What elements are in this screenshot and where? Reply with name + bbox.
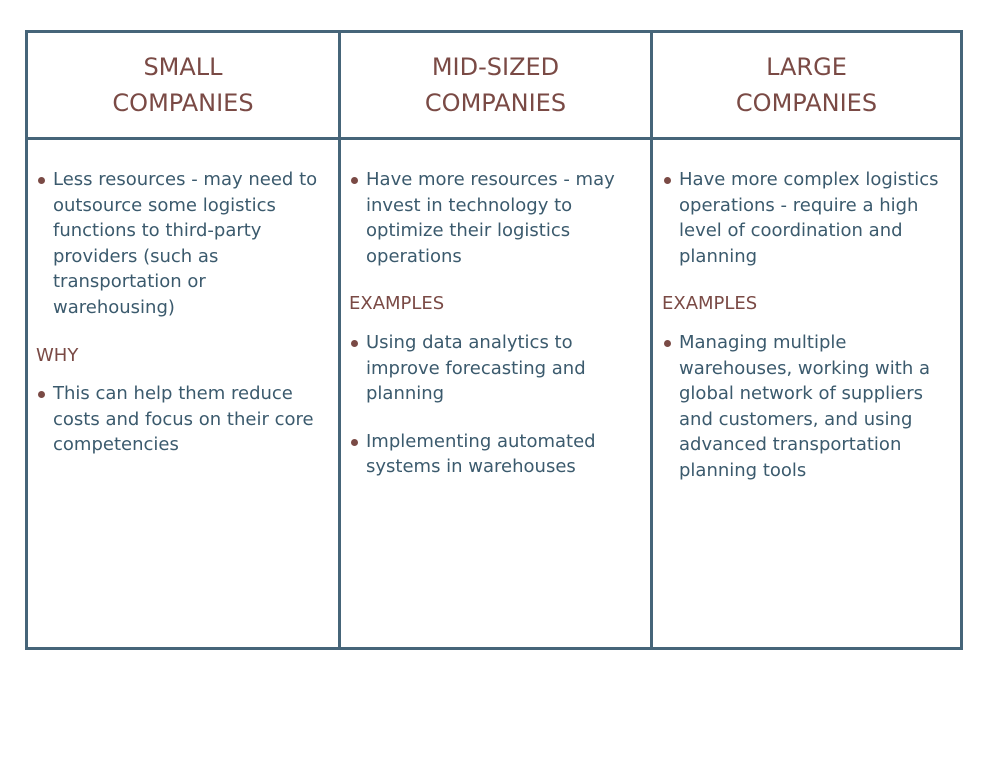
column-mid-sized: Have more resources - may invest in tech… [349, 140, 644, 502]
bullet-item: Managing multiple warehouses, working wi… [662, 330, 960, 484]
header-line: MID-SIZED [431, 53, 560, 81]
bullet-item: Less resources - may need to outsource s… [36, 167, 326, 321]
header-line: COMPANIES [424, 89, 567, 117]
header-line: COMPANIES [735, 89, 878, 117]
column-divider [650, 33, 653, 647]
bullet-item: This can help them reduce costs and focu… [36, 381, 326, 458]
column-large: Have more complex logistics operations -… [662, 140, 960, 506]
subheading: WHY [36, 344, 79, 366]
bullet-item: Have more resources - may invest in tech… [349, 167, 644, 269]
header-mid-sized-companies: MID-SIZED COMPANIES [341, 33, 650, 137]
header-line: SMALL [143, 53, 223, 81]
header-line: COMPANIES [112, 89, 254, 117]
subheading: EXAMPLES [662, 293, 758, 315]
subheading: EXAMPLES [349, 293, 445, 315]
header-small-companies: SMALL COMPANIES [28, 33, 338, 137]
column-small: Less resources - may need to outsource s… [36, 140, 326, 480]
comparison-table: SMALL COMPANIES MID-SIZED COMPANIES LARGE C… [25, 30, 963, 650]
header-large-companies: LARGE COMPANIES [653, 33, 960, 137]
column-divider [338, 33, 341, 647]
bullet-item: Have more complex logistics operations -… [662, 167, 960, 269]
header-line: LARGE [766, 53, 847, 81]
bullet-item: Implementing automated systems in wareho… [349, 429, 644, 480]
bullet-item: Using data analytics to improve forecast… [349, 330, 644, 407]
header-divider [28, 137, 960, 140]
